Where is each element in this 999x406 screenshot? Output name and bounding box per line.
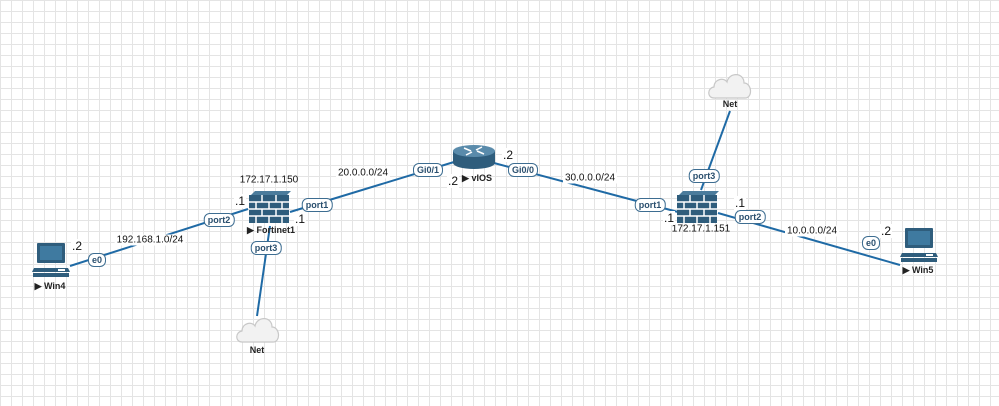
node-label-win5: ▶ Win5 [903, 265, 934, 276]
cloud-icon [708, 74, 752, 99]
node-net-top[interactable] [706, 70, 754, 105]
network-label: 20.0.0.0/24 [335, 167, 391, 179]
network-label: 192.168.1.0/24 [114, 234, 186, 246]
router-icon [453, 145, 495, 169]
ip-suffix: .1 [293, 212, 307, 226]
port-label-fortinet1-port2[interactable]: port2 [203, 213, 235, 227]
node-label-vios: ▶ vIOS [462, 173, 492, 184]
firewall-icon [249, 191, 291, 223]
ip-suffix: .1 [233, 194, 247, 208]
link-fortinet1-net[interactable] [256, 225, 271, 317]
port-label-fortinet2-port1[interactable]: port1 [634, 198, 666, 212]
port-label-fortinet2-port2[interactable]: port2 [734, 210, 766, 224]
firewall-icon [677, 191, 719, 223]
run-icon: ▶ [34, 281, 42, 291]
mgmt-ip-fortinet1: 172.17.1.150 [239, 174, 299, 186]
node-name: Win5 [912, 265, 934, 275]
mgmt-ip-fortinet2: 172.17.1.151 [671, 223, 731, 235]
port-label-fortinet1-port3[interactable]: port3 [250, 241, 282, 255]
node-label-fortinet1: ▶ Fortinet1 [247, 225, 295, 236]
network-label: 30.0.0.0/24 [562, 172, 618, 184]
ip-suffix: .2 [70, 239, 84, 253]
node-win5[interactable] [900, 227, 940, 263]
node-label-net-bottom: Net [249, 345, 265, 355]
cloud-icon [236, 318, 280, 343]
node-fortinet1[interactable] [249, 191, 291, 228]
ip-suffix: .2 [501, 148, 515, 162]
node-win4[interactable] [32, 242, 72, 278]
ip-suffix: .1 [733, 196, 747, 210]
run-icon: ▶ [247, 225, 254, 235]
port-label-fortinet1-port1[interactable]: port1 [301, 198, 333, 212]
node-name: Fortinet1 [256, 225, 295, 235]
node-vios[interactable] [452, 144, 496, 175]
port-label-fortinet2-port3[interactable]: port3 [688, 169, 720, 183]
node-fortinet2[interactable] [677, 191, 719, 228]
node-label-win4: ▶ Win4 [35, 281, 66, 292]
pc-icon [32, 243, 70, 277]
network-label: 10.0.0.0/24 [784, 225, 840, 237]
node-net-bottom[interactable] [234, 314, 282, 349]
node-label-net-top: Net [722, 99, 738, 109]
ip-suffix: .2 [879, 224, 893, 238]
run-icon: ▶ [902, 265, 910, 275]
pc-icon [900, 228, 938, 262]
port-label-vios-gi0-0[interactable]: Gi0/0 [507, 163, 539, 177]
port-label-win4-e0[interactable]: e0 [87, 253, 107, 267]
ip-suffix: .2 [446, 174, 460, 188]
ip-suffix: .1 [662, 211, 676, 225]
node-name: vIOS [471, 173, 492, 183]
port-label-vios-gi0-1[interactable]: Gi0/1 [412, 163, 444, 177]
run-icon: ▶ [462, 173, 469, 183]
port-label-win5-e0[interactable]: e0 [861, 236, 881, 250]
node-name: Win4 [44, 281, 66, 291]
